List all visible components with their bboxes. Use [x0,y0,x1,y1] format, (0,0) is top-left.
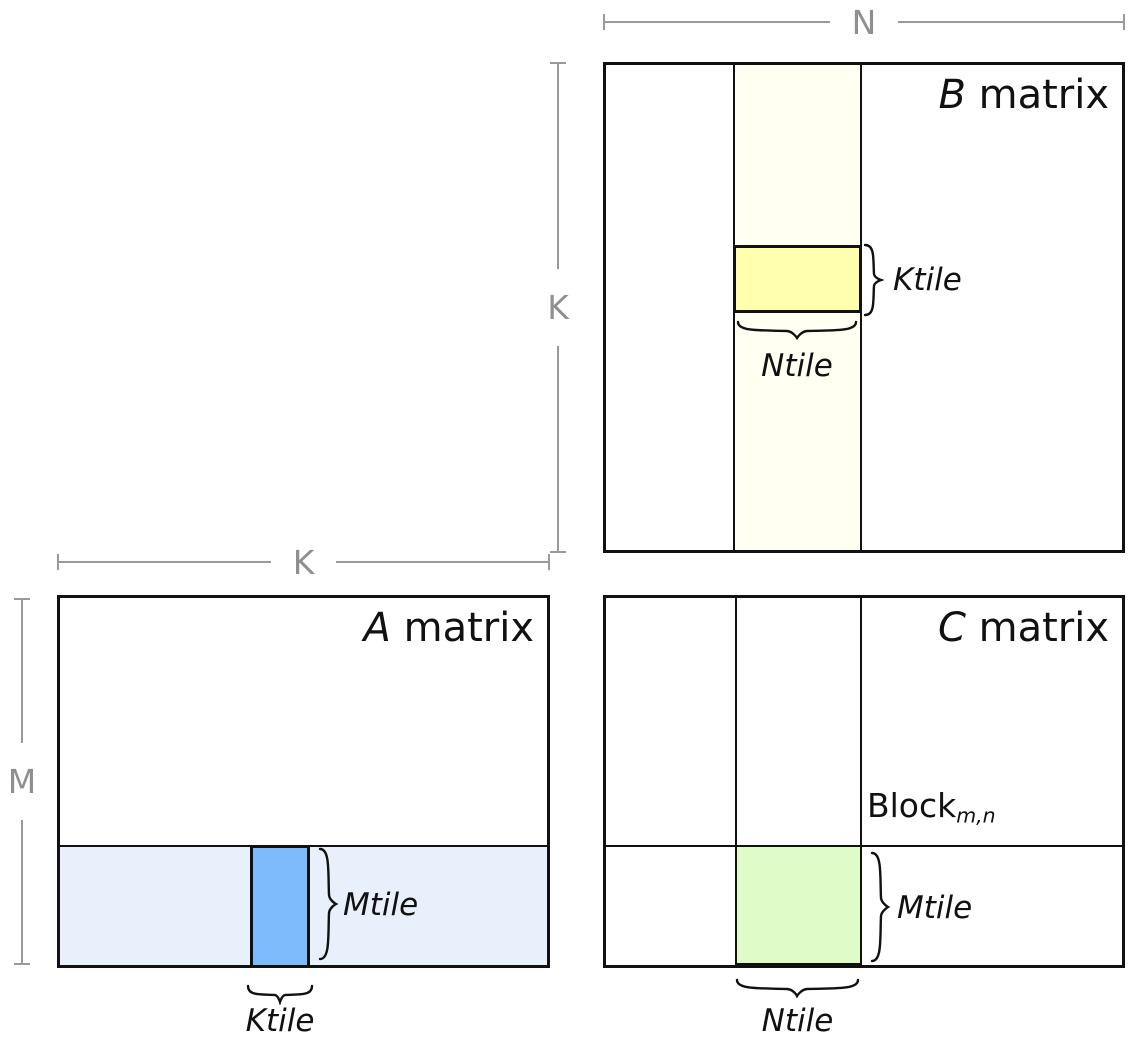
b-ktile-label: Ktile [893,262,962,298]
dimension-line-segment [898,21,1123,23]
dimension-line-m: M [8,598,36,965]
dimension-tick [548,554,551,570]
curly-brace-icon [862,243,884,317]
dimension-tick [603,14,605,30]
underbrace-icon [736,319,858,341]
underbrace-icon [246,983,314,1005]
c-block-column-right-line [860,598,862,965]
dimension-label-n: N [851,2,877,42]
b-matrix-word: matrix [965,72,1109,118]
b-matrix-letter: B [938,72,966,118]
dimension-label-m: M [7,762,37,801]
c-matrix: C matrix Blockm,n [603,595,1125,968]
c-mtile-label: Mtile [897,890,973,926]
a-matrix: A matrix [57,595,550,968]
dimension-line-k-a: K [57,546,551,579]
block-label-base: Block [867,786,957,825]
c-mtile-ntile-tile [735,845,862,965]
a-matrix-letter: A [363,605,391,651]
c-block-row-line [606,845,1122,847]
dimension-tick [1123,14,1125,30]
dimension-line-k-b: K [547,62,569,553]
dimension-tick [550,551,566,553]
dimension-line-segment [557,64,559,269]
curly-brace-icon [317,847,339,961]
dimension-line-segment [59,561,271,563]
block-mn-label: Blockm,n [867,786,996,828]
dimension-line-segment [557,346,559,551]
b-matrix-title: B matrix [938,73,1109,117]
dimension-tick [14,963,30,965]
underbrace-icon [735,977,860,999]
dimension-line-segment [336,561,549,563]
dimension-line-segment [21,820,23,963]
c-ntile-label: Ntile [761,1003,834,1039]
a-matrix-word: matrix [390,605,534,651]
c-matrix-letter: C [937,605,966,651]
a-matrix-title: A matrix [364,606,534,650]
b-matrix: B matrix [603,62,1125,553]
b-ntile-label: Ntile [761,348,833,384]
curly-brace-icon [869,851,891,963]
a-mtile-label: Mtile [343,887,419,923]
dimension-tick [57,554,59,570]
dimension-line-segment [21,600,23,743]
a-ktile-label: Ktile [245,1003,315,1039]
c-matrix-title: C matrix [938,606,1109,650]
dimension-tick [550,62,566,64]
dimension-label-k-a: K [292,542,315,582]
b-ktile-ntile-tile [733,245,862,313]
c-block-column-left-line [735,598,737,965]
a-mtile-ktile-tile [250,845,310,965]
dimension-tick [14,598,30,600]
c-matrix-word: matrix [965,605,1109,651]
dimension-label-k-b: K [547,288,569,327]
dimension-line-segment [605,21,830,23]
dimension-line-n: N [603,6,1125,39]
block-label-subscript: m,n [956,803,996,828]
